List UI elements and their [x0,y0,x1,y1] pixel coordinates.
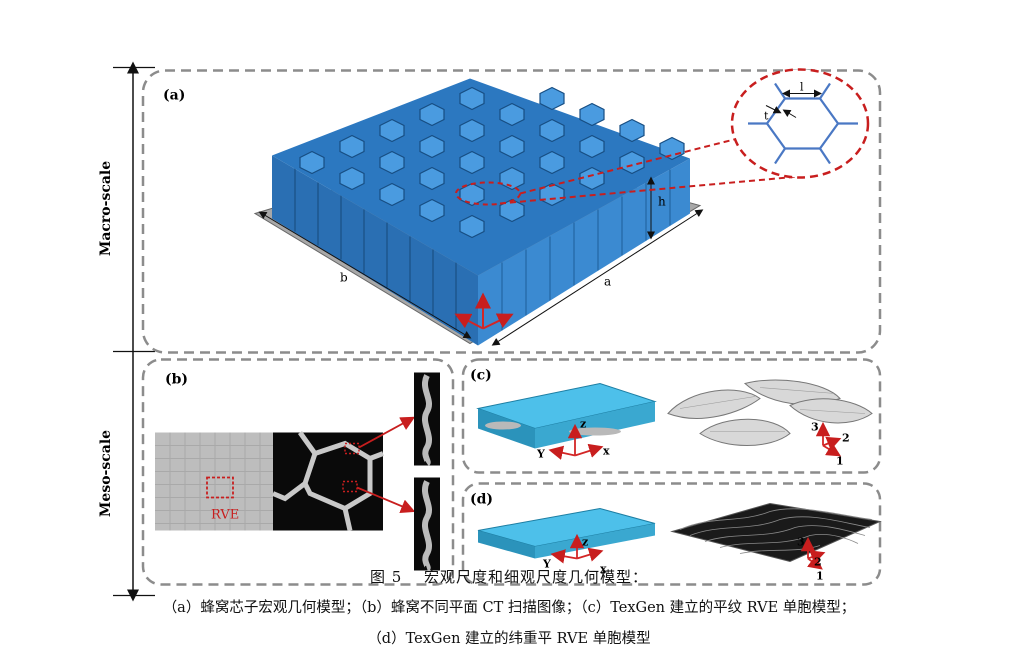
axis-3-label-d: 3 [797,536,805,549]
panel-b-frame [141,358,455,586]
plain-weave-rve: z Y x 3 2 1 [476,379,873,468]
figure-caption-line-2: （d）TexGen 建立的纬重平 RVE 单胞模型 [367,631,651,647]
dimension-a: a [491,209,704,346]
figure-caption-line-1: （a）蜂窝芯子宏观几何模型；（b）蜂窝不同平面 CT 扫描图像；（c）TexGe… [162,600,856,616]
dimension-l-label: l [800,81,804,94]
panel-d-frame [461,482,882,586]
panel-c-label: (c) [470,368,492,384]
axis-z-label-c: z [580,418,586,431]
panel-d-label: (d) [470,492,493,508]
axis-y-label-c: Y [536,448,545,461]
axis-2-label-d: 2 [814,556,822,569]
dimension-h-label: h [658,195,666,209]
panel-b-label: (b) [165,372,188,388]
dimension-b-label: b [340,271,348,285]
panel-a-frame [141,69,882,354]
cell-zoom-callout: l t [455,68,870,206]
macro-scale-label: Macro-scale [98,161,114,256]
axis-z-label-d: z [582,536,588,549]
weft-backed-weave-rve: z Y x 3 2 1 [477,502,882,583]
dimension-a-label: a [604,275,611,289]
panel-c-frame [461,358,882,474]
ct-scan-images: RVE [155,372,440,572]
axis-x-label-c: x [603,445,610,458]
axis-1-label-c: 1 [836,455,844,468]
dimension-t-label: t [764,110,769,123]
dimension-b: b [258,211,472,339]
honeycomb-model [253,78,702,346]
axis-3-label-c: 3 [811,421,819,434]
rve-label: RVE [211,508,239,523]
axis-x-label-d: x [600,563,607,576]
scale-bar: Macro-scale Meso-scale [98,61,155,602]
axis-1-label-d: 1 [816,570,824,583]
figure-caption-title: 图 5 宏观尺度和细观尺度几何模型： [369,568,649,586]
panel-a-label: (a) [163,88,185,104]
axis-2-label-c: 2 [842,432,850,445]
axis-y-label-d: Y [542,558,551,571]
meso-scale-label: Meso-scale [98,430,114,517]
